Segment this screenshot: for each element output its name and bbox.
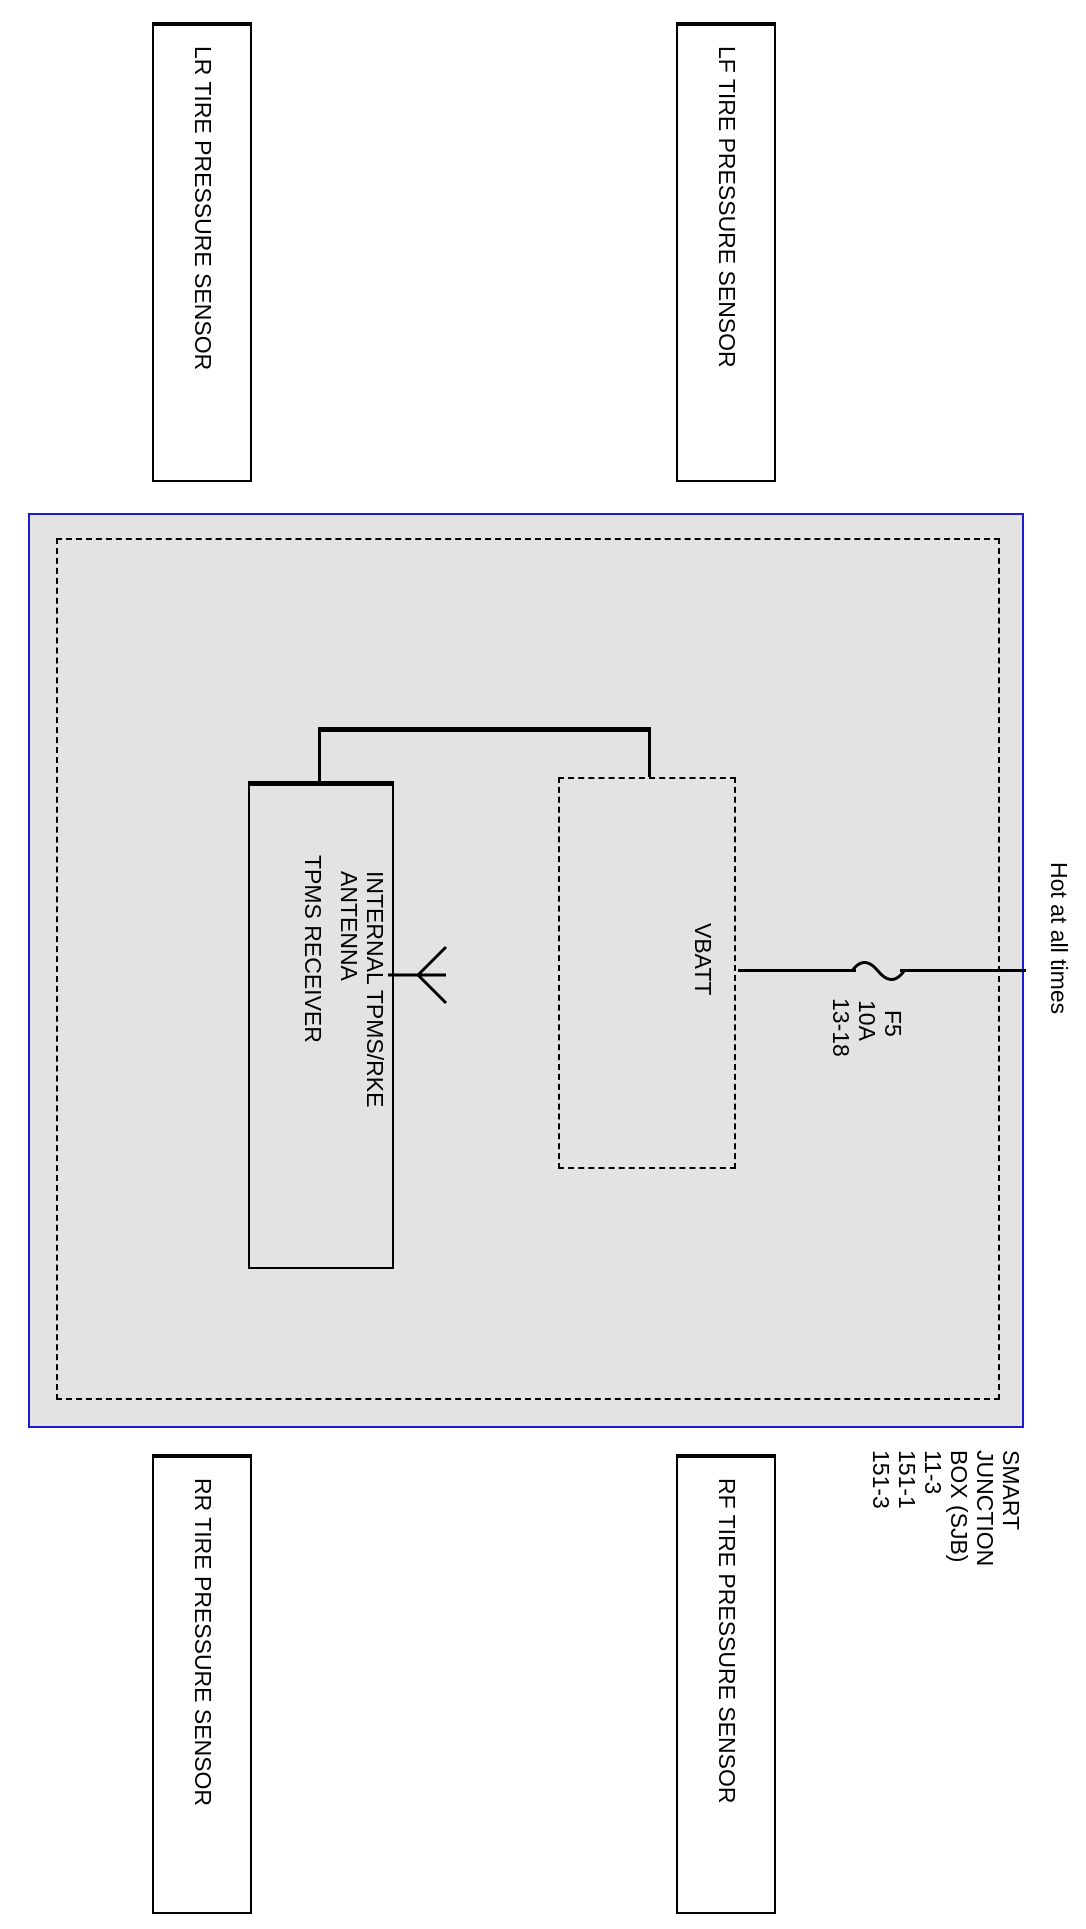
module-edge-power-wire (1024, 969, 1026, 972)
rf-sensor-label: RF TIRE PRESSURE SENSOR (714, 1478, 740, 1804)
fuse-to-vbatt-wire (738, 969, 856, 972)
vbatt-label: VBATT (690, 923, 716, 996)
antenna-label-line1: INTERNAL TPMS/RKE (362, 871, 388, 1108)
hot-at-all-times-label: Hot at all times (1046, 862, 1072, 1015)
lf-sensor-connector-edge (676, 22, 776, 26)
tpms-receiver-block: INTERNAL TPMS/RKE ANTENNA TPMS RECEIVER (248, 781, 394, 1269)
lr-tire-pressure-sensor: LR TIRE PRESSURE SENSOR (152, 22, 252, 482)
lr-sensor-connector-edge (152, 22, 252, 26)
tpms-receiver-label: TPMS RECEIVER (300, 855, 326, 1043)
sjb-label-junction: JUNCTION (972, 1450, 998, 1567)
lf-tire-pressure-sensor: LF TIRE PRESSURE SENSOR (676, 22, 776, 482)
rr-sensor-connector-edge (152, 1454, 252, 1458)
vbatt-bus-stub (648, 727, 651, 777)
sjb-label-smart: SMART (998, 1450, 1024, 1531)
rf-tire-pressure-sensor: RF TIRE PRESSURE SENSOR (676, 1454, 776, 1914)
vbatt-block: VBATT (558, 777, 736, 1169)
rr-sensor-label: RR TIRE PRESSURE SENSOR (190, 1478, 216, 1807)
fuse-rating-label: 10A (854, 1000, 880, 1041)
lf-sensor-label: LF TIRE PRESSURE SENSOR (714, 46, 740, 368)
sjb-label-ref-151-3: 151-3 (868, 1450, 894, 1509)
internal-bus-wire (318, 727, 651, 732)
fuse-icon (850, 961, 906, 981)
fuse-reference-label: 13-18 (828, 998, 854, 1057)
fuse-name-label: F5 (880, 1010, 906, 1037)
smart-junction-box-module (28, 513, 1024, 1428)
sjb-label-box: BOX (SJB) (946, 1450, 972, 1563)
sjb-label-ref-11-3: 11-3 (920, 1450, 946, 1495)
rf-sensor-connector-edge (676, 1454, 776, 1458)
antenna-label-line2: ANTENNA (336, 871, 362, 981)
receiver-connector-edge (248, 781, 394, 786)
antenna-icon (388, 945, 448, 1005)
lr-sensor-label: LR TIRE PRESSURE SENSOR (190, 46, 216, 371)
receiver-bus-stub (318, 727, 321, 783)
rr-tire-pressure-sensor: RR TIRE PRESSURE SENSOR (152, 1454, 252, 1914)
power-feed-wire (900, 969, 1024, 972)
sjb-label-ref-151-1: 151-1 (894, 1450, 920, 1509)
